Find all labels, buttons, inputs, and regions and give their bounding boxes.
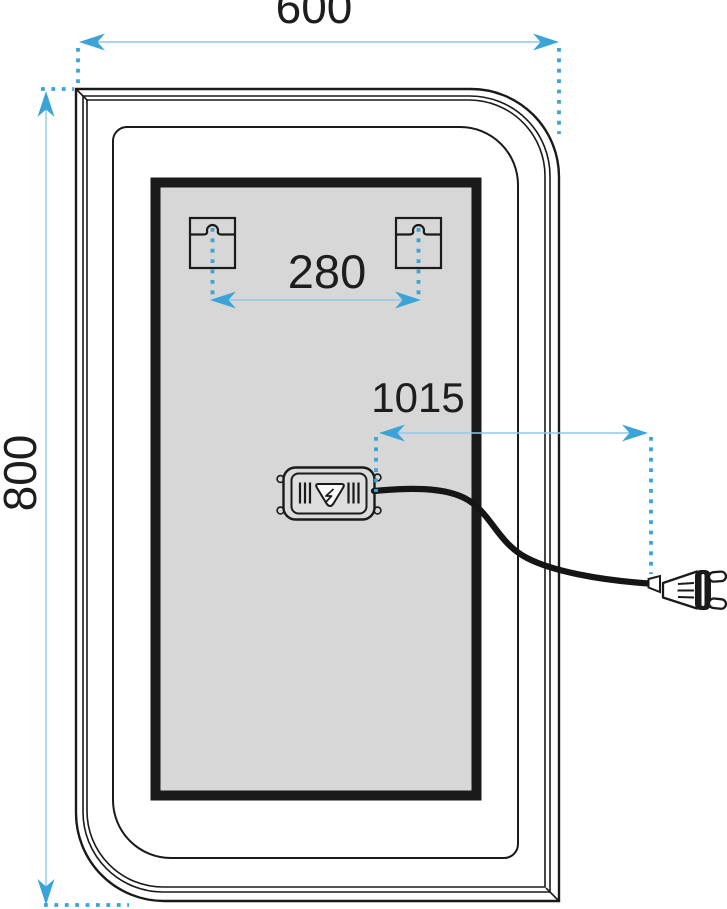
dimension-height-800 (37, 91, 55, 905)
mounting-bracket-right (394, 216, 443, 270)
power-plug (647, 570, 727, 610)
plug-distance-dimension-label: 1015 (371, 374, 465, 421)
dimension-bracket-spacing-280 (210, 291, 421, 309)
dimension-plug-distance-1015 (379, 424, 648, 442)
warning-triangle-icon (315, 483, 345, 507)
bracket-spacing-dimension-label: 280 (287, 245, 367, 298)
height-dimension-label: 800 (0, 434, 46, 512)
mounting-bracket-left (188, 216, 237, 270)
mirror-body (74, 87, 561, 903)
dimension-width-600 (79, 33, 559, 51)
width-dimension-label: 600 (275, 0, 353, 33)
power-cable (370, 485, 653, 587)
plug-pins-icon (707, 570, 727, 610)
connector-slots-icon (298, 482, 360, 504)
extension-dotted-lines (41, 48, 653, 907)
junction-box (276, 466, 382, 521)
